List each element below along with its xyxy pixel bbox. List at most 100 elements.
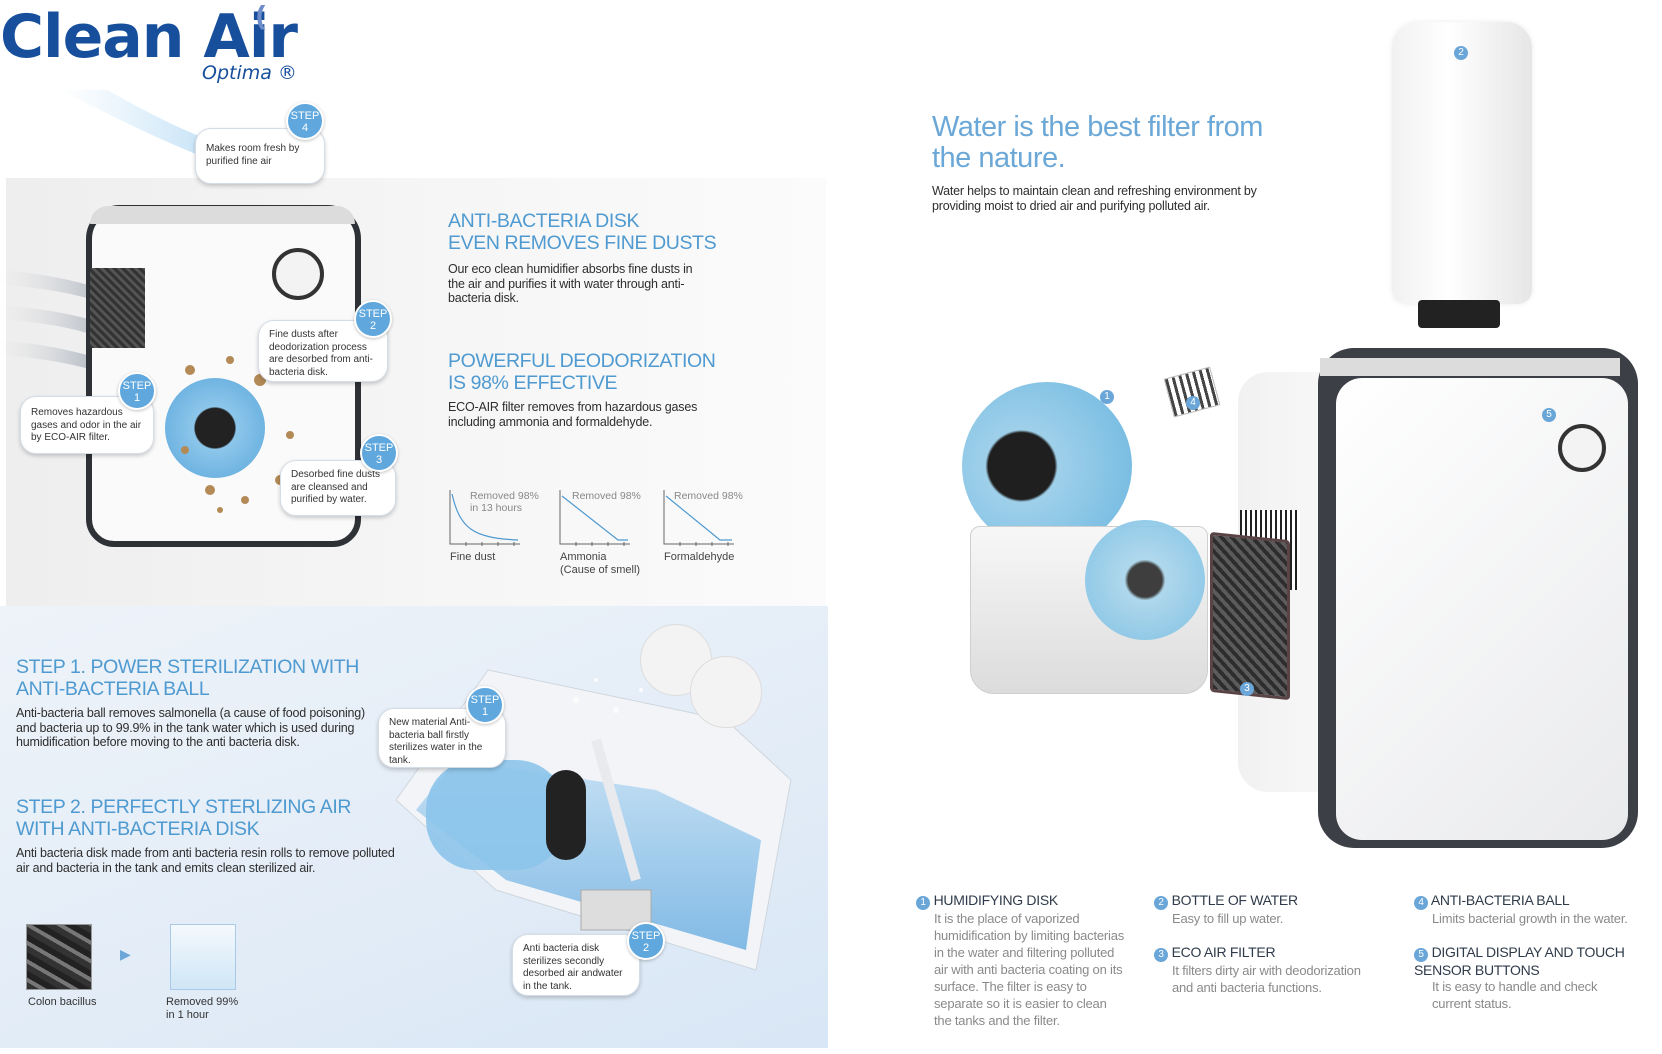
section-anti-bacteria-title-line2: EVEN REMOVES FINE DUSTS [448,232,717,254]
step1-title-line2: ANTI-BACTERIA BALL [16,678,210,700]
callout-step3-text: Desorbed fine dusts are cleansed and pur… [291,469,380,505]
part-marker-3: 3 [1240,682,1254,696]
step2-title-line2: WITH ANTI-BACTERIA DISK [16,818,260,840]
section-anti-bacteria-title-line1: ANTI-BACTERIA DISK [448,210,640,232]
legend-item-2: 2 BOTTLE OF WATER Easy to fill up water. [1154,892,1384,927]
removal-mini-charts: Removed 98%in 13 hours Fine dust Removed… [448,488,778,578]
humidifying-disk-icon [962,382,1132,550]
step3-badge-label: STEP [364,442,394,454]
step1-body: Anti-bacteria ball removes salmonella (a… [16,706,365,749]
step2-body: Anti bacteria disk made from anti bacter… [16,846,395,875]
headline: Water is the best filter from the nature… [932,112,1352,174]
section-deodorization-body: ECO-AIR filter removes from hazardous ga… [448,400,698,429]
mini-chart-fine-dust-note-line2: in 13 hours [470,502,522,514]
display-dial-icon [1558,424,1606,472]
step2-badge-label: STEP [358,308,388,320]
legend-5-title: DIGITAL DISPLAY AND TOUCH SENSOR BUTTONS [1414,944,1625,978]
step4-badge-number: 4 [301,122,309,134]
part-marker-5: 5 [1542,408,1556,422]
anti-bacteria-disk-icon [165,378,265,478]
legend-3-title: ECO AIR FILTER [1171,944,1276,960]
water-bottle-illustration [1392,22,1532,304]
brand-logo-sub: Optima ® [202,62,297,84]
legend-5-number: 5 [1414,948,1428,962]
removed-bacteria-caption: Removed 99% in 1 hour [166,996,238,1022]
legend-1-number: 1 [916,896,930,910]
legend-item-4: 4 ANTI-BACTERIA BALL Limits bacterial gr… [1414,892,1659,927]
touch-sensor-panel [1320,358,1620,376]
callout-step1-text: Removes hazardous gases and odor in the … [31,407,142,443]
section-anti-bacteria-title: ANTI-BACTERIA DISK EVEN REMOVES FINE DUS… [448,210,778,254]
mini-chart-fine-dust-curve [449,490,520,546]
step1-badge-number: 1 [133,392,141,404]
legend-2-body: Easy to fill up water. [1172,911,1284,926]
brand-logo-mark: (( [256,0,268,30]
mini-chart-ammonia-label-line1: Ammonia [560,551,607,563]
step1-title: STEP 1. POWER STERILIZATION WITH ANTI-BA… [16,656,396,700]
brand-logo-text: Clean Air [0,2,298,72]
section-deodorization-title-line2: IS 98% EFFECTIVE [448,372,618,394]
part-marker-1: 1 [1100,390,1114,404]
colon-bacillus-photo [26,924,92,990]
device-top-panel [90,206,355,224]
legend-2-title: BOTTLE OF WATER [1171,892,1298,908]
mini-chart-formaldehyde-note: Removed 98% [674,490,743,502]
tank-step2-badge-label: STEP [631,930,661,942]
humidifying-disk-in-tray-icon [1085,520,1205,640]
mini-chart-ammonia: Removed 98% Ammonia(Cause of smell) [558,488,658,578]
legend-3-number: 3 [1154,948,1168,962]
mini-chart-ammonia-label-line2: (Cause of smell) [560,564,641,576]
removed-bacteria-caption-line2: in 1 hour [166,1009,209,1021]
section-deodorization-title-line1: POWERFUL DEODORIZATION [448,350,716,372]
step2-title-line1: STEP 2. PERFECTLY STERLIZING AIR [16,796,352,818]
mini-chart-formaldehyde-curve [663,490,734,546]
part-marker-2: 2 [1454,46,1468,60]
callout-tank-step1: New material Anti-bacteria ball firstly … [378,708,506,768]
headline-line1: Water is the best filter from [932,111,1263,143]
headline-intro: Water helps to maintain clean and refres… [932,184,1257,213]
mini-chart-fine-dust: Removed 98%in 13 hours Fine dust [448,488,548,578]
step3-badge-number: 3 [375,454,383,466]
legend-item-1: 1 HUMIDIFYING DISK It is the place of va… [916,892,1136,1029]
legend-4-body: Limits bacterial growth in the water. [1432,911,1628,926]
arrow-right-icon: ▶ [120,946,131,962]
mini-chart-formaldehyde: Removed 98% Formaldehyde [662,488,762,578]
headline-line2: the nature. [932,142,1066,174]
legend-1-body: It is the place of vaporized humidificat… [934,911,1125,1028]
step2-badge-number: 2 [369,320,377,332]
legend-2-number: 2 [1154,896,1168,910]
removed-bacteria-photo [170,924,236,990]
eco-air-filter-icon [90,268,145,348]
step1-title-line1: STEP 1. POWER STERILIZATION WITH [16,656,359,678]
legend-4-title: ANTI-BACTERIA BALL [1430,892,1570,908]
bottle-cap-icon [1418,300,1500,328]
step4-badge-label: STEP [290,110,320,122]
tank-step1-badge-number: 1 [481,706,489,718]
legend-1-title: HUMIDIFYING DISK [933,892,1059,908]
section-anti-bacteria-body: Our eco clean humidifier absorbs fine du… [448,262,693,305]
step2-title: STEP 2. PERFECTLY STERLIZING AIR WITH AN… [16,796,396,840]
colon-bacillus-caption: Colon bacillus [28,996,97,1008]
tank-step1-badge-label: STEP [470,694,500,706]
section-deodorization-title: POWERFUL DEODORIZATION IS 98% EFFECTIVE [448,350,778,394]
callout-tank-step2: Anti bacteria disk sterilizes secondly d… [512,934,640,996]
mini-chart-fine-dust-note: Removed 98%in 13 hours [470,490,539,514]
tank-step2-badge-number: 2 [642,942,650,954]
anti-bacteria-disk-piece-icon [690,656,762,728]
mini-chart-fine-dust-label: Fine dust [450,551,496,563]
legend-3-body: It filters dirty air with deodorization … [1172,963,1361,995]
legend-4-number: 4 [1414,896,1428,910]
display-dial-icon [272,248,324,300]
callout-step2-text: Fine dusts after deodorization process a… [269,329,373,378]
mini-chart-ammonia-curve [559,490,630,546]
mini-chart-ammonia-note: Removed 98% [572,490,641,502]
eco-air-filter-icon [1210,531,1290,701]
mini-chart-formaldehyde-label: Formaldehyde [664,551,735,563]
step1-badge-label: STEP [122,380,152,392]
